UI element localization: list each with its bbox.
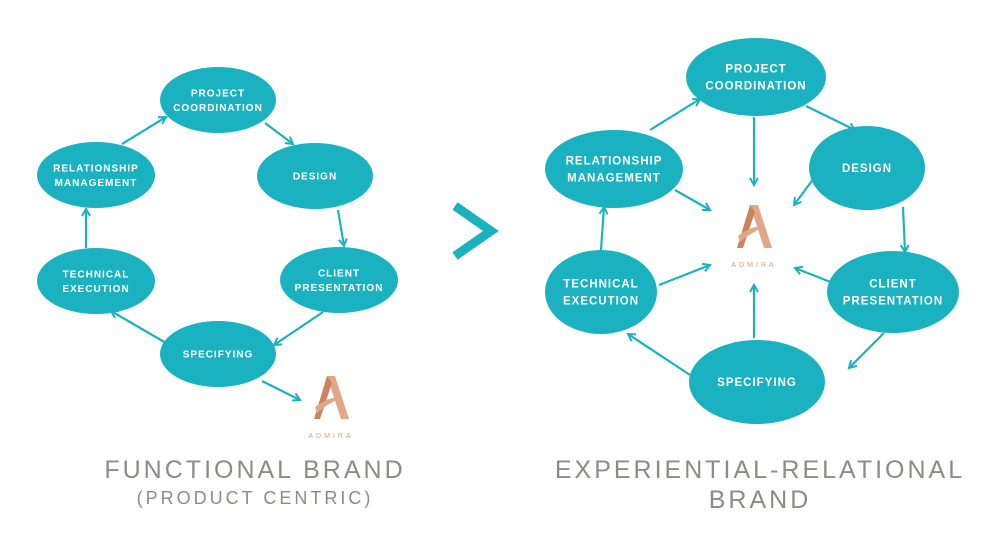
experiential-brand-title-line1: EXPERIENTIAL-RELATIONAL bbox=[554, 456, 966, 484]
arrows-layer bbox=[86, 99, 905, 400]
left-node-ellipse bbox=[37, 248, 155, 314]
experiential-brand-title-line2: BRAND bbox=[708, 486, 812, 514]
left-node-ellipse bbox=[280, 247, 398, 313]
right-node-ellipse bbox=[686, 38, 826, 116]
right-arrow-icon bbox=[674, 189, 710, 210]
left-node-client-presentation: CLIENT PRESENTATION bbox=[280, 247, 398, 313]
functional-brand-title: FUNCTIONAL BRAND bbox=[104, 456, 406, 484]
left-node-ellipse bbox=[257, 143, 373, 209]
right-node-ellipse bbox=[689, 340, 825, 424]
right-node-ellipse bbox=[809, 126, 925, 210]
right-node-ellipse bbox=[545, 250, 657, 334]
right-node-label: MANAGEMENT bbox=[567, 172, 661, 184]
right-arrow-icon bbox=[849, 332, 885, 368]
left-node-relationship-management: RELATIONSHIP MANAGEMENT bbox=[37, 142, 155, 208]
right-arrow-icon bbox=[903, 206, 905, 252]
left-node-label: TECHNICAL bbox=[63, 269, 130, 280]
admira-logo-text: ADMIRA bbox=[731, 262, 776, 269]
left-node-specifying: SPECIFYING bbox=[160, 321, 276, 387]
right-node-client-presentation: CLIENT PRESENTATION bbox=[827, 251, 959, 333]
left-node-technical-execution: TECHNICAL EXECUTION bbox=[37, 248, 155, 314]
right-node-project-coordination: PROJECT COORDINATION bbox=[686, 38, 826, 116]
right-node-specifying: SPECIFYING bbox=[689, 340, 825, 424]
right-node-label: COORDINATION bbox=[705, 80, 806, 92]
left-node-label: DESIGN bbox=[293, 172, 337, 183]
admira-logo-text: ADMIRA bbox=[308, 433, 353, 440]
right-node-label: TECHNICAL bbox=[563, 279, 638, 291]
right-node-relationship-management: RELATIONSHIP MANAGEMENT bbox=[545, 130, 683, 208]
left-node-label: SPECIFYING bbox=[183, 350, 254, 361]
left-arrow-icon bbox=[274, 311, 324, 345]
left-node-ellipse bbox=[160, 321, 276, 387]
left-arrow-icon bbox=[111, 311, 167, 344]
right-node-design: DESIGN bbox=[809, 126, 925, 210]
right-node-label: CLIENT bbox=[869, 279, 917, 291]
right-node-technical-execution: TECHNICAL EXECUTION bbox=[545, 250, 657, 334]
left-arrow-icon bbox=[264, 122, 293, 144]
right-arrow-icon bbox=[628, 334, 691, 376]
left-node-design: DESIGN bbox=[257, 143, 373, 209]
left-node-label: COORDINATION bbox=[173, 103, 263, 114]
left-arrow-icon bbox=[261, 380, 300, 400]
right-arrow-icon bbox=[658, 265, 710, 287]
left-arrow-icon bbox=[336, 209, 344, 246]
left-node-ellipse bbox=[37, 142, 155, 208]
left-node-label: CLIENT bbox=[318, 268, 360, 279]
right-node-label: SPECIFYING bbox=[717, 377, 797, 389]
left-arrow-icon bbox=[121, 117, 166, 145]
chevron-right-icon bbox=[452, 202, 499, 260]
left-node-label: PROJECT bbox=[191, 88, 245, 99]
left-node-label: EXECUTION bbox=[62, 284, 129, 295]
right-node-label: PROJECT bbox=[725, 64, 786, 76]
right-node-label: PRESENTATION bbox=[843, 295, 943, 307]
left-node-label: MANAGEMENT bbox=[55, 178, 138, 189]
left-node-label: RELATIONSHIP bbox=[53, 163, 139, 174]
right-arrow-icon bbox=[805, 105, 855, 130]
right-arrow-icon bbox=[794, 177, 815, 205]
left-node-project-coordination: PROJECT COORDINATION bbox=[160, 67, 276, 133]
right-arrow-icon bbox=[649, 99, 700, 131]
nodes-layer: PROJECT COORDINATION DESIGN CLIENT PRESENTAT… bbox=[37, 38, 959, 424]
functional-brand-subtitle: (PRODUCT CENTRIC) bbox=[136, 488, 374, 508]
right-node-label: RELATIONSHIP bbox=[566, 156, 663, 168]
left-node-label: PRESENTATION bbox=[295, 283, 384, 294]
admira-logo-icon: ADMIRA bbox=[731, 205, 776, 269]
right-node-ellipse bbox=[545, 130, 683, 208]
right-node-label: DESIGN bbox=[842, 163, 892, 175]
right-arrow-icon bbox=[601, 207, 604, 251]
right-arrow-icon bbox=[795, 268, 834, 285]
admira-logo-icon: ADMIRA bbox=[308, 376, 353, 440]
right-node-label: EXECUTION bbox=[563, 295, 639, 307]
right-node-ellipse bbox=[827, 251, 959, 333]
left-node-ellipse bbox=[160, 67, 276, 133]
